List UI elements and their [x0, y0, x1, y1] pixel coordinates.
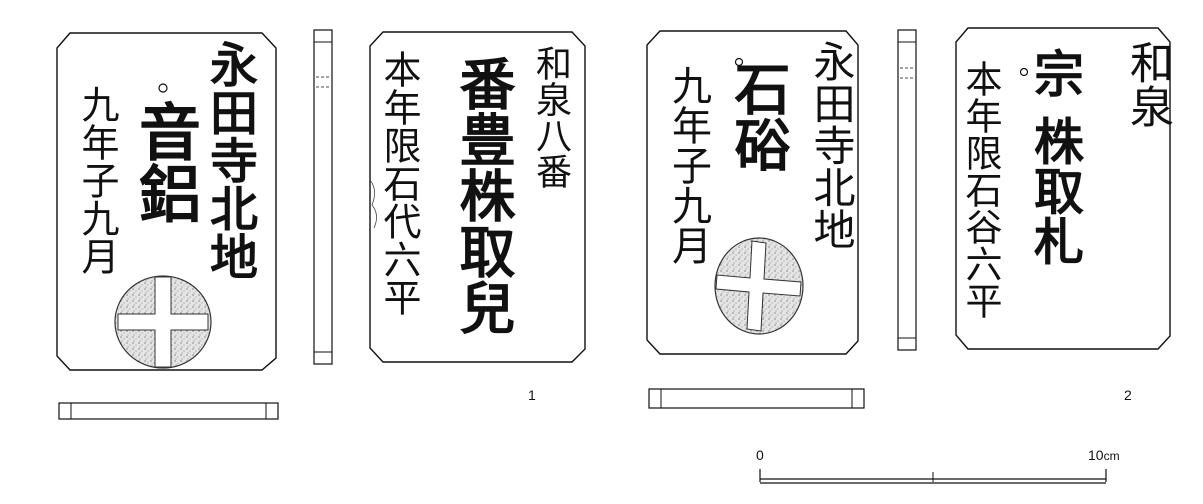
scale-end-value: 10	[1088, 447, 1104, 463]
tablet-2-reverse	[955, 27, 1171, 350]
tablet-1-obverse-column-left: 九年子九月	[75, 85, 119, 275]
tablet-2-brand-mark	[714, 237, 804, 335]
tablet-1-bottom-view	[58, 402, 279, 420]
tablet-1-obverse-column-center: 音鋁	[128, 100, 201, 224]
tablet-1-brand-mark	[114, 275, 212, 369]
figure-number-1: 1	[528, 387, 536, 403]
tablet-2-side-view	[897, 29, 917, 351]
tablet-2-reverse-column-right: 和泉	[1122, 40, 1173, 128]
tablet-2-obverse-column-right: 永田寺北地	[807, 40, 856, 250]
tablet-1-obverse-column-right: 永田寺北地	[201, 40, 257, 280]
scale-unit: cm	[1103, 449, 1120, 463]
scale-bar	[759, 469, 1107, 484]
tablet-1-reverse	[369, 31, 586, 363]
tablet-2-reverse-column-left: 本年限石谷六平	[959, 60, 1002, 319]
scale-start-label: 0	[756, 447, 764, 463]
figure-number-2: 2	[1124, 387, 1132, 403]
tablet-1-side-view	[313, 29, 333, 365]
tablet-2-reverse-column-center: 宗 株取札	[1026, 48, 1085, 266]
scale-end-label: 10cm	[1088, 447, 1120, 463]
tablet-1-reverse-column-center: 番豊株取兒	[450, 55, 516, 335]
tablet-1-reverse-column-left: 本年限石代六平	[377, 50, 421, 316]
tablet-2-obverse	[646, 30, 859, 355]
tablet-2-obverse-column-left: 九年子九月	[665, 65, 711, 265]
tablet-2-bottom-view	[648, 388, 865, 409]
tablet-1-reverse-column-right: 和泉八番	[530, 45, 571, 189]
tablet-2-obverse-column-center: 石硲	[725, 60, 791, 172]
tablet-1-obverse	[56, 32, 277, 371]
